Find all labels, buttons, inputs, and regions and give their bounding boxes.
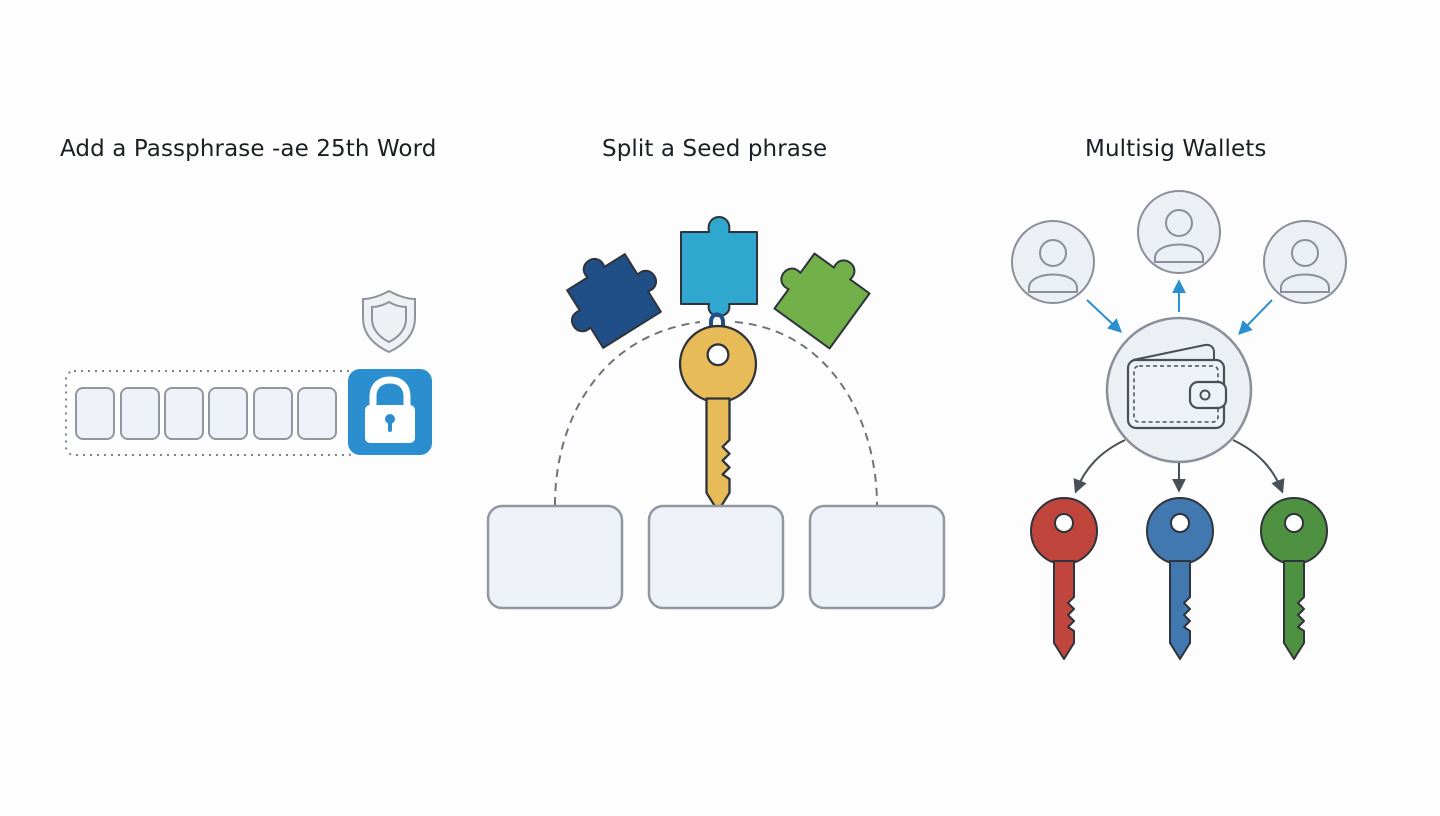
cosigner-arrow [1086,299,1123,333]
seed-share-box [486,504,624,610]
key-icon [1030,497,1098,660]
seed-phrase-outline [65,370,357,456]
key-arrow [1232,439,1285,494]
user-icon [1263,220,1347,304]
puzzle-piece-icon [773,252,871,350]
user-icon [1011,220,1095,304]
passphrase-group [65,289,432,456]
key-icon [1260,497,1328,660]
seed-share-boxes [486,504,946,610]
word-slot [164,387,204,440]
word-slot [120,387,160,440]
split-panel-title: Split a Seed phrase [602,136,828,162]
puzzle-piece-icon [680,216,758,317]
key-icon [678,324,758,513]
wallet-icon [1105,316,1253,464]
word-slot [208,387,248,440]
word-slot [297,387,337,440]
multisig-group [1011,190,1347,660]
split-connector-arc [554,321,878,506]
padlock-icon [348,369,432,455]
word-slot [253,387,293,440]
cosigner-arrow [1238,299,1273,336]
split-group [486,216,946,610]
key-icon [1146,497,1214,660]
user-icon [1137,190,1221,274]
puzzle-piece-icon [566,253,662,349]
key-ring [709,312,725,348]
seed-share-box [647,504,785,610]
word-slot [75,387,115,440]
shield-icon [362,289,416,354]
seed-share-box [808,504,946,610]
passphrase-panel-title: Add a Passphrase -ae 25th Word [60,136,437,162]
seed-word-slots [75,387,337,440]
multisig-panel-title: Multisig Wallets [1085,136,1267,162]
key-arrow [1073,439,1126,494]
